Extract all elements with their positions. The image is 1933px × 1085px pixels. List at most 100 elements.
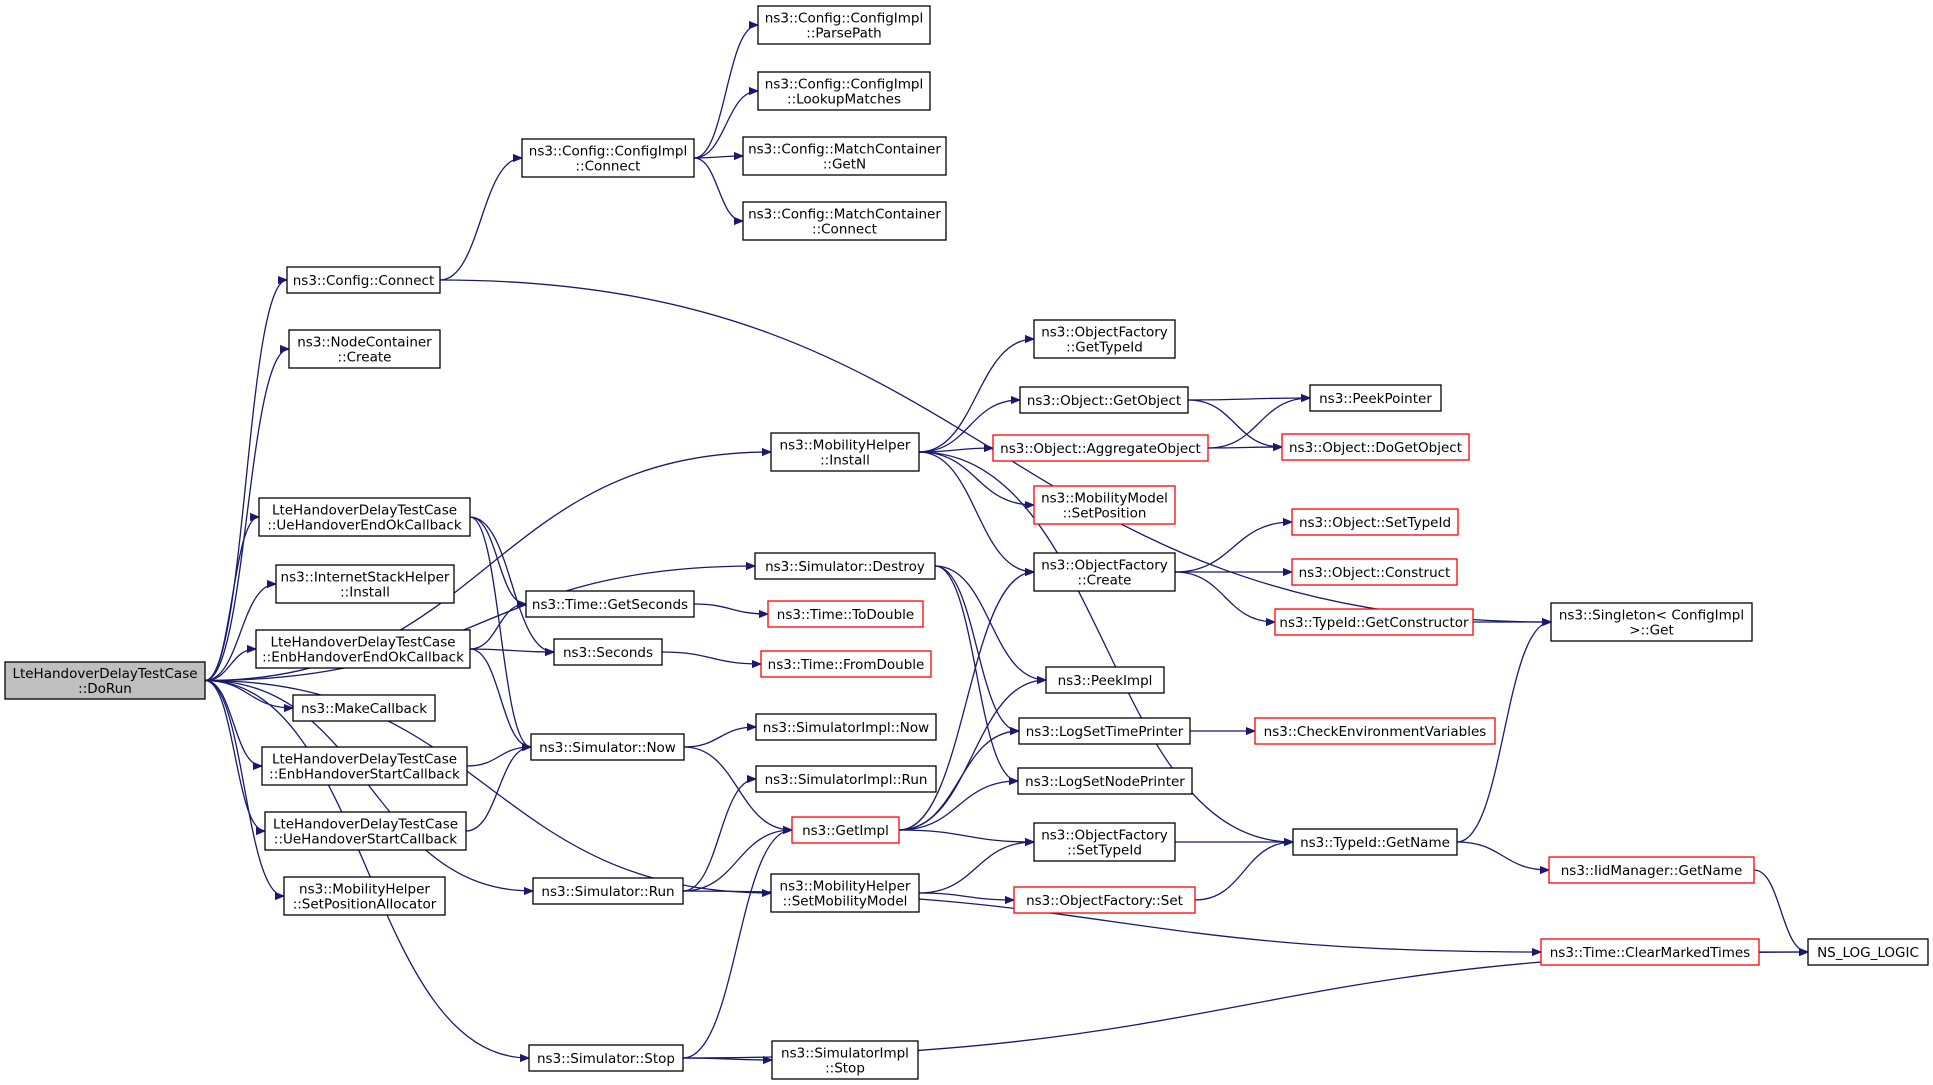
node-box: [286, 266, 441, 294]
edge-obj-getobject-to-obj-dogetobject: [1187, 399, 1282, 447]
node-box: [1017, 767, 1193, 795]
node-box: [1292, 828, 1458, 856]
edge-dorun-to-internetstack-install: [204, 584, 277, 682]
edge-dorun-to-sim-stop: [204, 679, 529, 1059]
edge-ue-ho-start-to-sim-now: [465, 747, 532, 832]
node-label: ns3::Time::ClearMarkedTimes: [1550, 945, 1750, 961]
node-label: ns3::Config::ConfigImpl: [765, 11, 923, 27]
edge-configimpl-connect-to-lookupmatches: [693, 91, 759, 159]
edge-sim-destroy-to-logsetnodeprinter: [934, 565, 1019, 781]
node-nodecontainer-create[interactable]: ns3::NodeContainer::Create: [288, 329, 441, 369]
node-configimpl-connect[interactable]: ns3::Config::ConfigImpl::Connect: [521, 138, 695, 178]
node-peekpointer[interactable]: ns3::PeekPointer: [1309, 384, 1442, 412]
node-label: LteHandoverDelayTestCase: [273, 817, 458, 833]
node-simimpl-run[interactable]: ns3::SimulatorImpl::Run: [755, 765, 937, 793]
node-mobility-setmodel[interactable]: ns3::MobilityHelper::SetMobilityModel: [770, 873, 920, 913]
node-box: [283, 876, 446, 916]
node-dorun[interactable]: LteHandoverDelayTestCase::DoRun: [4, 661, 206, 700]
edge-mobility-install-to-typeid-getname: [918, 451, 1293, 842]
node-label: ::Create: [338, 350, 392, 366]
node-logsettimeprinter[interactable]: ns3::LogSetTimePrinter: [1018, 717, 1191, 745]
node-sim-run[interactable]: ns3::Simulator::Run: [532, 877, 684, 905]
node-iidmanager-getname[interactable]: ns3::IidManager::GetName: [1548, 856, 1755, 884]
edge-sim-destroy-to-peekimpl: [934, 565, 1046, 680]
node-label: ns3::MakeCallback: [301, 701, 427, 717]
node-peekimpl[interactable]: ns3::PeekImpl: [1045, 666, 1165, 694]
node-of-gettypeid[interactable]: ns3::ObjectFactory::GetTypeId: [1033, 319, 1176, 359]
node-config-connect[interactable]: ns3::Config::Connect: [286, 266, 441, 294]
node-time-getseconds[interactable]: ns3::Time::GetSeconds: [525, 590, 695, 618]
node-makecallback[interactable]: ns3::MakeCallback: [292, 694, 436, 722]
node-ue-ho-start[interactable]: LteHandoverDelayTestCase::UeHandoverStar…: [264, 811, 467, 851]
node-enb-ho-end-ok[interactable]: LteHandoverDelayTestCase::EnbHandoverEnd…: [255, 629, 471, 669]
node-lookupmatches[interactable]: ns3::Config::ConfigImpl::LookupMatches: [757, 71, 931, 111]
node-getimpl[interactable]: ns3::GetImpl: [791, 816, 900, 844]
node-time-clearmarked[interactable]: ns3::Time::ClearMarkedTimes: [1540, 938, 1760, 966]
node-label: ::GetN: [823, 157, 866, 173]
node-matchcontainer-connect[interactable]: ns3::Config::MatchContainer::Connect: [742, 201, 947, 241]
node-box: [757, 71, 931, 111]
node-typeid-getconstructor[interactable]: ns3::TypeId::GetConstructor: [1274, 608, 1474, 636]
node-label: ::SetTypeId: [1067, 843, 1142, 859]
node-box: [791, 816, 900, 844]
node-box: [528, 1044, 684, 1072]
node-time-fromdouble[interactable]: ns3::Time::FromDouble: [760, 650, 932, 678]
node-checkenv[interactable]: ns3::CheckEnvironmentVariables: [1254, 717, 1496, 745]
node-time-todouble[interactable]: ns3::Time::ToDouble: [767, 600, 924, 628]
node-enb-ho-start[interactable]: LteHandoverDelayTestCase::EnbHandoverSta…: [261, 746, 468, 786]
node-box: [1019, 386, 1189, 414]
node-simimpl-now[interactable]: ns3::SimulatorImpl::Now: [755, 713, 937, 741]
edge-obj-aggregate-to-obj-dogetobject: [1207, 447, 1282, 448]
edge-typeid-getname-to-iidmanager-getname: [1456, 841, 1549, 870]
node-label: >::Get: [1629, 623, 1673, 639]
node-mm-setposition[interactable]: ns3::MobilityModel::SetPosition: [1033, 485, 1176, 525]
node-obj-dogetobject[interactable]: ns3::Object::DoGetObject: [1281, 433, 1470, 461]
node-sim-destroy[interactable]: ns3::Simulator::Destroy: [754, 552, 936, 580]
node-internetstack-install[interactable]: ns3::InternetStackHelper::Install: [275, 564, 455, 604]
node-seconds[interactable]: ns3::Seconds: [553, 638, 663, 666]
node-label: NS_LOG_LOGIC: [1817, 945, 1919, 961]
node-logsetnodeprinter[interactable]: ns3::LogSetNodePrinter: [1017, 767, 1193, 795]
node-ue-ho-end-ok[interactable]: LteHandoverDelayTestCase::UeHandoverEndO…: [258, 497, 471, 537]
node-of-settypeid[interactable]: ns3::ObjectFactory::SetTypeId: [1033, 822, 1176, 862]
node-label: ns3::Config::MatchContainer: [748, 207, 941, 223]
node-parsepath[interactable]: ns3::Config::ConfigImpl::ParsePath: [757, 5, 931, 45]
node-obj-aggregate[interactable]: ns3::Object::AggregateObject: [992, 434, 1209, 462]
node-obj-getobject[interactable]: ns3::Object::GetObject: [1019, 386, 1189, 414]
node-label: ::ParsePath: [806, 26, 881, 42]
node-box: [1274, 608, 1474, 636]
node-label: ns3::GetImpl: [802, 823, 889, 839]
node-of-create[interactable]: ns3::ObjectFactory::Create: [1033, 552, 1176, 592]
node-sim-stop[interactable]: ns3::Simulator::Stop: [528, 1044, 684, 1072]
node-simimpl-stop[interactable]: ns3::SimulatorImpl::Stop: [771, 1040, 919, 1080]
node-box: [1254, 717, 1496, 745]
edge-time-getseconds-to-time-todouble: [693, 603, 768, 614]
node-layer: LteHandoverDelayTestCase::DoRun ns3::Conf…: [4, 5, 1929, 1080]
node-mobility-setposalloc[interactable]: ns3::MobilityHelper::SetPositionAllocato…: [283, 876, 446, 916]
edge-iidmanager-getname-to-ns-log-logic: [1753, 869, 1809, 952]
edge-dorun-to-sim-destroy: [204, 566, 755, 682]
node-label: ns3::Object::Construct: [1299, 565, 1451, 581]
edge-of-set-to-typeid-getname: [1194, 842, 1293, 901]
node-obj-settypeid[interactable]: ns3::Object::SetTypeId: [1291, 508, 1459, 536]
edge-of-create-to-obj-settypeid: [1174, 522, 1292, 573]
node-label: ::SetPosition: [1063, 506, 1147, 522]
node-box: [1033, 552, 1176, 592]
edge-dorun-to-config-connect: [204, 280, 288, 682]
node-label: ::Connect: [576, 159, 641, 175]
node-matchcontainer-getn[interactable]: ns3::Config::MatchContainer::GetN: [742, 136, 947, 176]
edge-mobility-install-to-obj-getobject: [918, 400, 1020, 453]
edge-mobility-install-to-mm-setposition: [918, 451, 1034, 505]
node-mobility-install[interactable]: ns3::MobilityHelper::Install: [770, 432, 920, 472]
node-box: [755, 765, 937, 793]
node-label: LteHandoverDelayTestCase: [272, 503, 457, 519]
node-label: ::EnbHandoverEndOkCallback: [262, 650, 464, 666]
node-label: ::SetMobilityModel: [783, 894, 908, 910]
node-singleton-get[interactable]: ns3::Singleton< ConfigImpl >::Get: [1550, 602, 1753, 642]
node-typeid-getname[interactable]: ns3::TypeId::GetName: [1292, 828, 1458, 856]
node-of-set[interactable]: ns3::ObjectFactory::Set: [1013, 886, 1196, 914]
node-sim-now[interactable]: ns3::Simulator::Now: [530, 733, 685, 761]
node-obj-construct[interactable]: ns3::Object::Construct: [1291, 558, 1458, 586]
node-ns-log-logic[interactable]: NS_LOG_LOGIC: [1807, 938, 1929, 966]
